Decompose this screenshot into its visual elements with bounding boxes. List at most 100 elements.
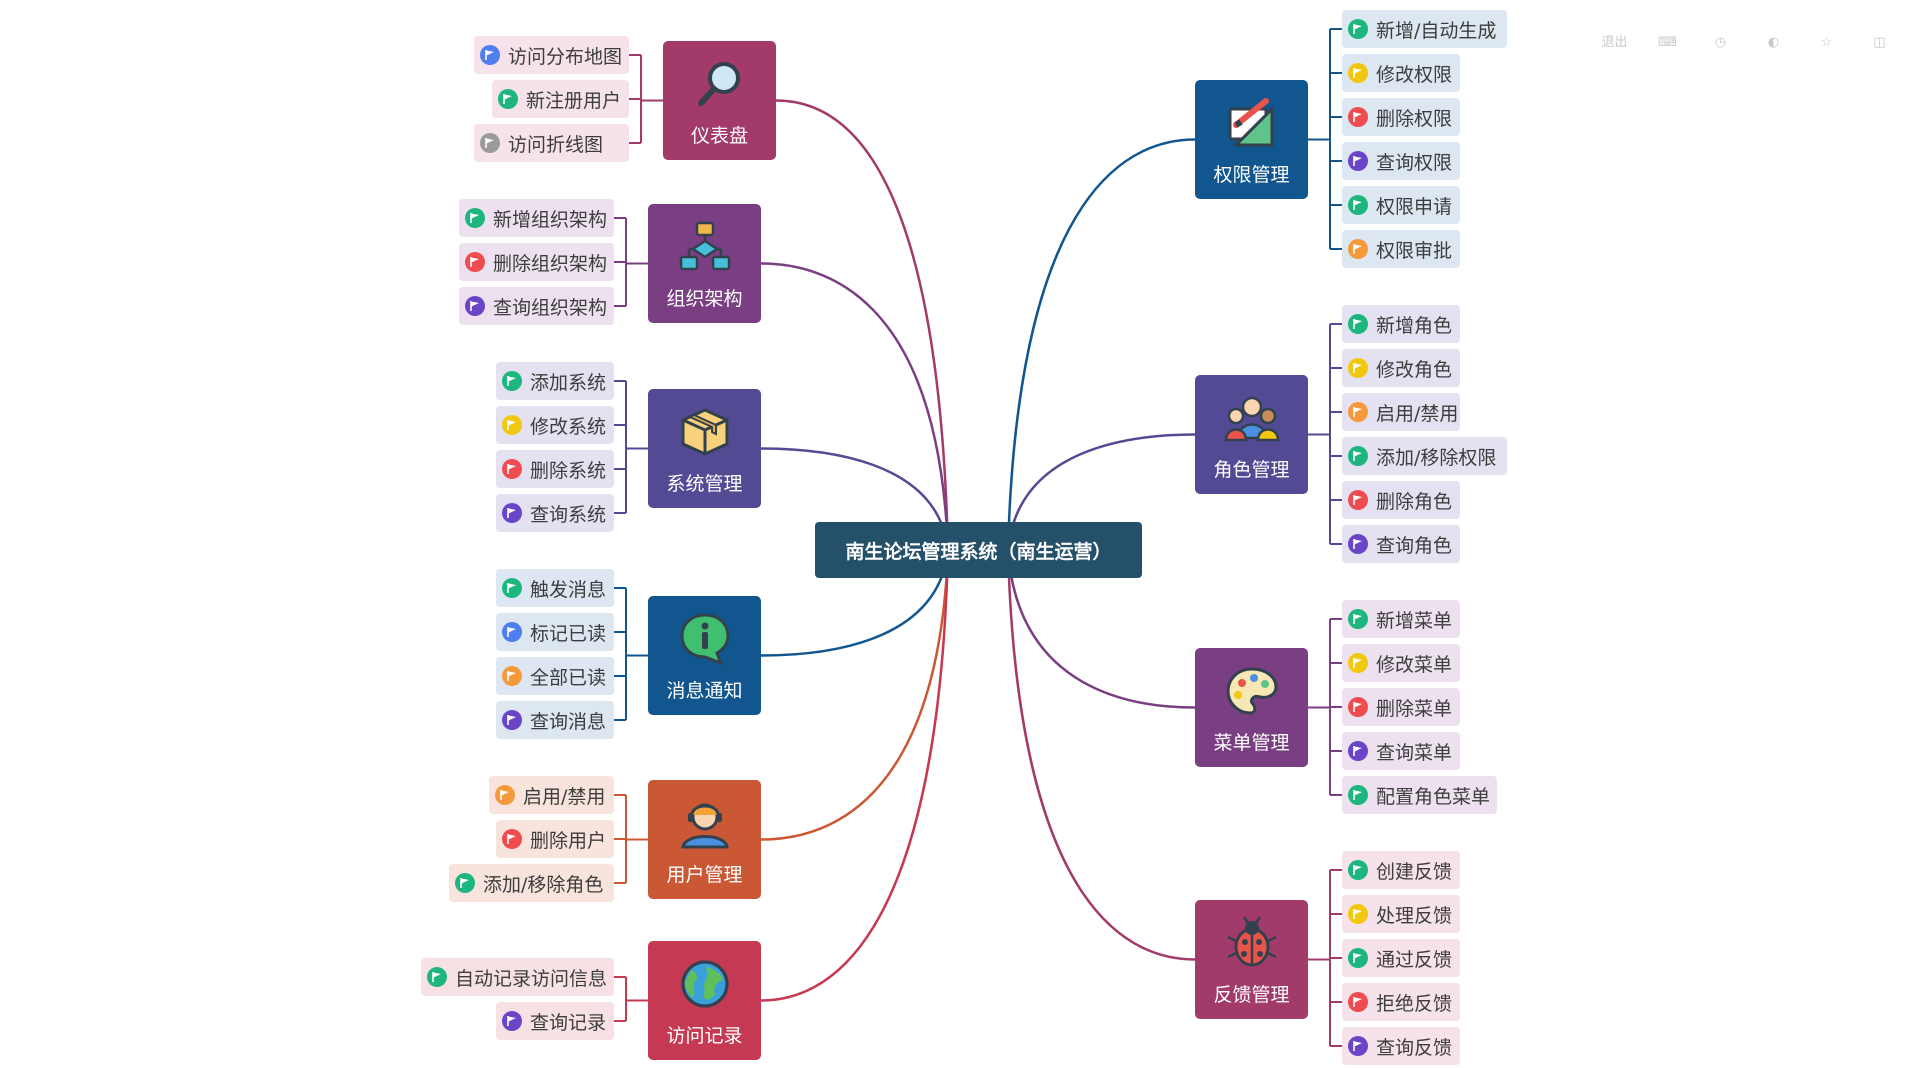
leaf-node[interactable]: 新注册用户: [492, 80, 629, 118]
clock-icon[interactable]: ◷: [1714, 35, 1727, 50]
flag-icon: [1348, 239, 1368, 259]
leaf-node[interactable]: 触发消息: [496, 569, 614, 607]
branch-node[interactable]: 菜单管理: [1195, 648, 1308, 767]
flag-icon: [498, 89, 518, 109]
leaf-label: 查询权限: [1376, 151, 1453, 174]
leaf-node[interactable]: 拒绝反馈: [1342, 983, 1460, 1021]
branch-node[interactable]: 用户管理: [648, 780, 761, 899]
leaf-node[interactable]: 删除组织架构: [459, 243, 614, 281]
leaf-node[interactable]: 删除角色: [1342, 481, 1460, 519]
branch-node[interactable]: 访问记录: [648, 941, 761, 1060]
branch-node[interactable]: 消息通知: [648, 596, 761, 715]
leaf-node[interactable]: 查询角色: [1342, 525, 1460, 563]
branch-node[interactable]: 仪表盘: [663, 41, 776, 160]
leaf-node[interactable]: 查询反馈: [1342, 1027, 1460, 1065]
leaf-node[interactable]: 启用/禁用: [489, 776, 614, 814]
leaf-label: 删除角色: [1376, 490, 1453, 513]
star-icon[interactable]: ☆: [1820, 35, 1833, 50]
leaf-node[interactable]: 新增菜单: [1342, 600, 1460, 638]
leaf-node[interactable]: 自动记录访问信息: [421, 958, 614, 996]
leaf-node[interactable]: 全部已读: [496, 657, 614, 695]
leaf-node[interactable]: 权限审批: [1342, 230, 1460, 268]
leaf-node[interactable]: 修改角色: [1342, 349, 1460, 387]
leaf-node[interactable]: 添加/移除角色: [449, 864, 614, 902]
leaf-node[interactable]: 查询系统: [496, 494, 614, 532]
branch-label: 反馈管理: [1213, 984, 1290, 1006]
leaf-label: 修改菜单: [1376, 653, 1453, 676]
branch-node[interactable]: 组织架构: [648, 204, 761, 323]
branch-label: 消息通知: [666, 680, 743, 702]
leaf-node[interactable]: 标记已读: [496, 613, 614, 651]
branch-label: 组织架构: [666, 288, 743, 310]
branch-node[interactable]: 权限管理: [1195, 80, 1308, 199]
leaf-label: 标记已读: [530, 622, 607, 645]
leaf-label: 添加/移除权限: [1376, 446, 1497, 469]
leaf-node[interactable]: 删除菜单: [1342, 688, 1460, 726]
palette-icon: [1225, 667, 1278, 715]
flag-icon: [480, 133, 500, 153]
flag-icon: [1348, 446, 1368, 466]
leaf-node[interactable]: 处理反馈: [1342, 895, 1460, 933]
leaf-node[interactable]: 查询记录: [496, 1002, 614, 1040]
leaf-node[interactable]: 创建反馈: [1342, 851, 1460, 889]
leaf-label: 新注册用户: [526, 89, 622, 112]
leaf-label: 处理反馈: [1376, 904, 1453, 927]
branch-connector: [1006, 549, 1196, 961]
leaf-label: 删除组织架构: [493, 252, 608, 275]
flag-icon: [1348, 860, 1368, 880]
leaf-node[interactable]: 查询权限: [1342, 142, 1460, 180]
leaf-node[interactable]: 查询组织架构: [459, 287, 614, 325]
leaf-node[interactable]: 新增组织架构: [459, 199, 614, 237]
flag-icon: [1348, 19, 1368, 39]
branch-node[interactable]: 角色管理: [1195, 375, 1308, 494]
branch-label: 菜单管理: [1213, 732, 1290, 754]
root-label: 南生论坛管理系统（南生运营）: [845, 540, 1112, 563]
user-headset-icon: [680, 803, 729, 849]
leaf-node[interactable]: 通过反馈: [1342, 939, 1460, 977]
root-node[interactable]: 南生论坛管理系统（南生运营）: [815, 522, 1142, 578]
branch-label: 权限管理: [1213, 164, 1290, 186]
leaf-label: 添加系统: [530, 371, 607, 394]
globe-icon: [681, 960, 728, 1008]
flag-icon: [502, 622, 522, 642]
leaf-node[interactable]: 配置角色菜单: [1342, 776, 1497, 814]
flag-icon: [1348, 785, 1368, 805]
top-toolbar: 退出 ⌨ ◷ ◐ ☆ ◫: [1588, 28, 1907, 58]
leaf-label: 添加/移除角色: [483, 873, 604, 896]
flag-icon: [1348, 609, 1368, 629]
leaf-label: 启用/禁用: [1376, 402, 1459, 425]
leaf-label: 删除菜单: [1376, 697, 1453, 720]
leaf-label: 查询系统: [530, 503, 607, 526]
leaf-node[interactable]: 添加/移除权限: [1342, 437, 1507, 475]
keyboard-icon[interactable]: ⌨: [1658, 35, 1677, 50]
theme-icon[interactable]: ◐: [1767, 35, 1780, 50]
leaf-node[interactable]: 删除系统: [496, 450, 614, 488]
leaf-label: 新增/自动生成: [1376, 19, 1497, 42]
leaf-label: 修改角色: [1376, 358, 1453, 381]
branch-node[interactable]: 反馈管理: [1195, 900, 1308, 1019]
flag-icon: [502, 666, 522, 686]
leaf-label: 通过反馈: [1376, 948, 1453, 971]
panel-icon[interactable]: ◫: [1873, 35, 1886, 50]
leaf-node[interactable]: 新增/自动生成: [1342, 10, 1507, 48]
exit-button[interactable]: 退出: [1601, 35, 1628, 50]
leaf-node[interactable]: 修改系统: [496, 406, 614, 444]
leaf-node[interactable]: 查询消息: [496, 701, 614, 739]
leaf-node[interactable]: 查询菜单: [1342, 732, 1460, 770]
flag-icon: [1348, 402, 1368, 422]
leaf-label: 查询菜单: [1376, 741, 1453, 764]
branch-node[interactable]: 系统管理: [648, 389, 761, 508]
leaf-node[interactable]: 访问分布地图: [474, 36, 629, 74]
leaf-node[interactable]: 删除用户: [496, 820, 614, 858]
leaf-node[interactable]: 启用/禁用: [1342, 393, 1460, 431]
leaf-node[interactable]: 修改菜单: [1342, 644, 1460, 682]
leaf-node[interactable]: 访问折线图: [474, 124, 629, 162]
leaf-node[interactable]: 删除权限: [1342, 98, 1460, 136]
leaf-node[interactable]: 新增角色: [1342, 305, 1460, 343]
leaf-node[interactable]: 添加系统: [496, 362, 614, 400]
leaf-node[interactable]: 权限申请: [1342, 186, 1460, 224]
leaf-node[interactable]: 修改权限: [1342, 54, 1460, 92]
leaf-label: 删除用户: [530, 829, 607, 852]
branch-connector: [775, 99, 950, 551]
